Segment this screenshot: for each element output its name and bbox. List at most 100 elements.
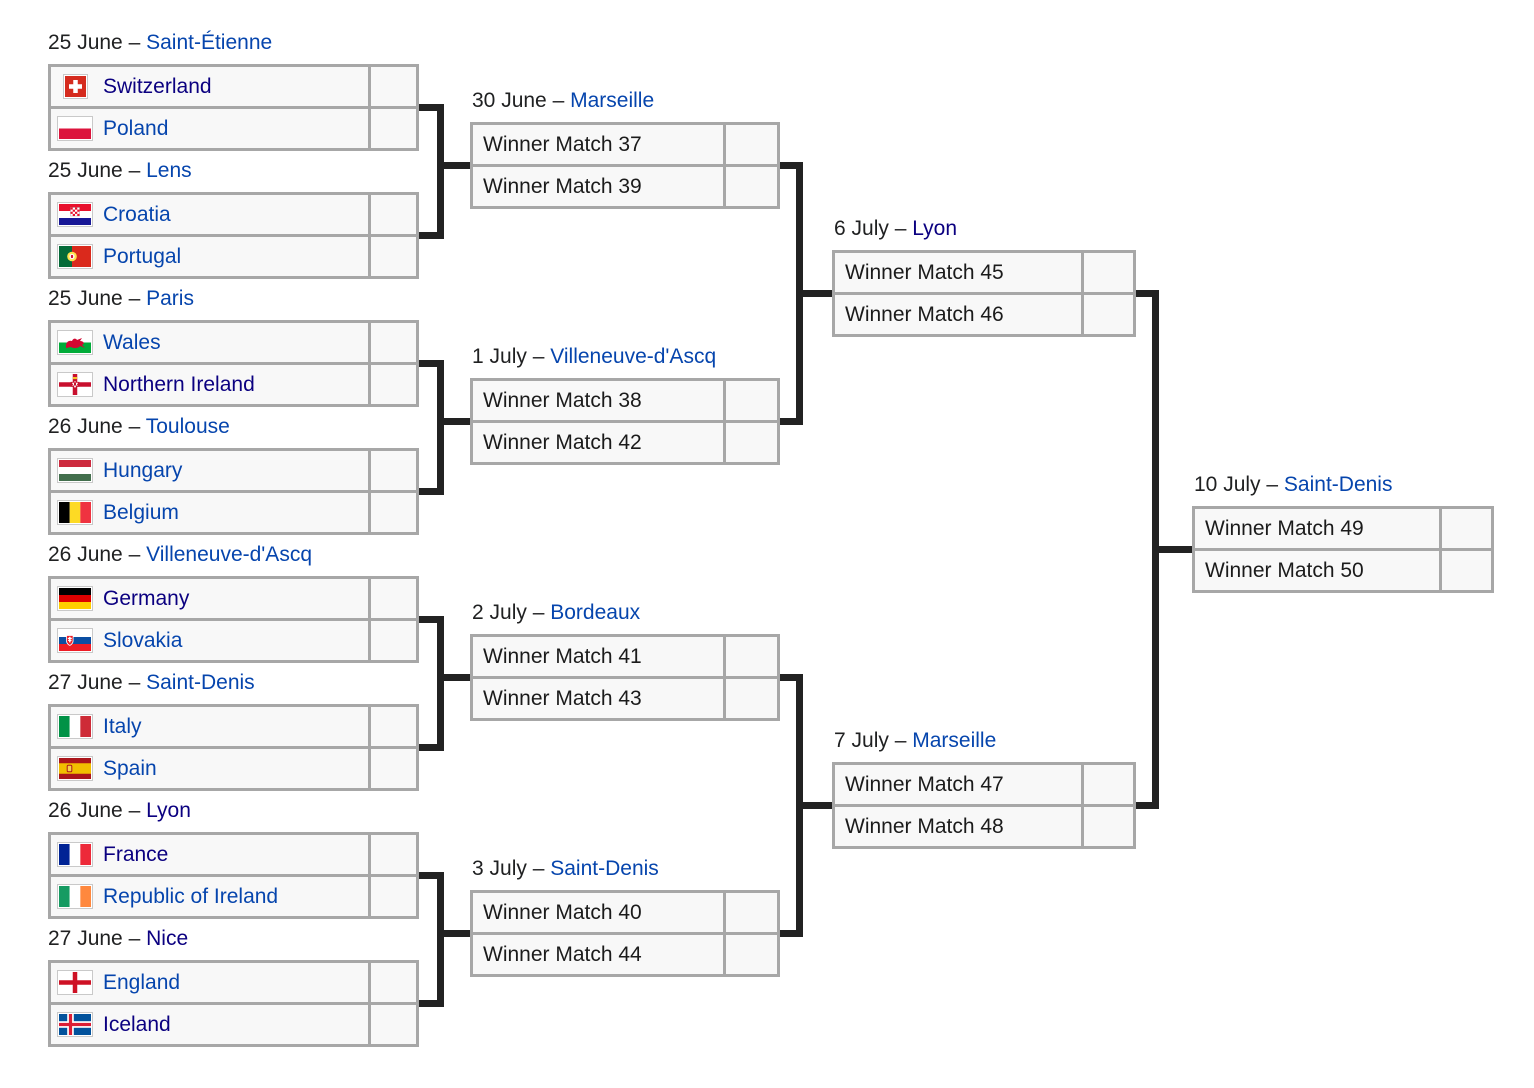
venue-link[interactable]: Paris [146, 287, 194, 310]
score-cell [368, 1005, 416, 1044]
team-row: Winner Match 38 [473, 381, 777, 420]
score-cell [368, 835, 416, 874]
bracket-connector-line [437, 930, 470, 937]
team-link[interactable]: Iceland [103, 1012, 171, 1036]
match-qf-3: Winner Match 41 Winner Match 43 [470, 634, 780, 721]
bracket-connector-line [780, 930, 803, 937]
flag-croatia-icon [55, 202, 95, 227]
team-row: Germany [51, 579, 416, 618]
team-link[interactable]: Spain [103, 756, 157, 780]
team-link[interactable]: Switzerland [103, 74, 212, 98]
team-row: Hungary [51, 451, 416, 490]
team-link[interactable]: Poland [103, 116, 169, 140]
team-link[interactable]: Germany [103, 586, 190, 610]
venue-link[interactable]: Bordeaux [550, 601, 641, 624]
dash: – [128, 287, 141, 310]
bracket-connector-line [437, 418, 470, 425]
team-row: Winner Match 47 [835, 765, 1133, 804]
score-cell [368, 877, 416, 916]
team-link[interactable]: Wales [103, 330, 161, 354]
match-label-r16-6: 27 June – Saint-Denis [48, 670, 255, 696]
bracket-connector-line [419, 104, 444, 111]
flag-hungary-icon [55, 458, 95, 483]
venue-link[interactable]: Villeneuve-d'Ascq [146, 543, 312, 566]
team-row: Winner Match 42 [473, 420, 777, 462]
flag-germany-icon [55, 586, 95, 611]
team-link[interactable]: Slovakia [103, 628, 183, 652]
dash: – [532, 857, 545, 880]
score-cell [1081, 253, 1133, 292]
venue-link[interactable]: Saint-Denis [146, 671, 255, 694]
match-date: 25 June [48, 31, 123, 54]
team-row: Wales [51, 323, 416, 362]
venue-link[interactable]: Saint-Étienne [146, 31, 273, 54]
dash: – [1266, 473, 1279, 496]
venue-link[interactable]: Lyon [912, 217, 957, 240]
team-link[interactable]: Republic of Ireland [103, 884, 279, 908]
team-row: Iceland [51, 1002, 416, 1044]
team-link[interactable]: England [103, 970, 181, 994]
winner-slot: Winner Match 37 [483, 132, 642, 156]
match-final: Winner Match 49 Winner Match 50 [1192, 506, 1494, 593]
team-link[interactable]: Croatia [103, 202, 171, 226]
match-r16-8: England Iceland [48, 960, 419, 1047]
team-link[interactable]: Belgium [103, 500, 179, 524]
match-date: 27 June [48, 927, 123, 950]
team-row: Slovakia [51, 618, 416, 660]
venue-link[interactable]: Toulouse [145, 415, 230, 438]
match-label-qf-2: 1 July – Villeneuve-d'Ascq [472, 344, 716, 370]
team-row: Italy [51, 707, 416, 746]
team-row: Croatia [51, 195, 416, 234]
team-row: France [51, 835, 416, 874]
match-qf-1: Winner Match 37 Winner Match 39 [470, 122, 780, 209]
team-row: Portugal [51, 234, 416, 276]
winner-slot: Winner Match 40 [483, 900, 642, 924]
match-label-r16-7: 26 June – Lyon [48, 798, 191, 824]
match-date: 2 July [472, 601, 527, 624]
score-cell [723, 423, 777, 462]
flag-wales-icon [55, 330, 95, 355]
venue-link[interactable]: Saint-Denis [1283, 473, 1393, 496]
score-cell [1081, 295, 1133, 334]
winner-slot: Winner Match 41 [483, 644, 642, 668]
score-cell [1081, 807, 1133, 846]
bracket-connector-line [437, 616, 444, 751]
score-cell [368, 707, 416, 746]
dash: – [128, 927, 141, 950]
flag-belgium-icon [55, 500, 95, 525]
team-link[interactable]: Portugal [103, 244, 182, 268]
venue-link[interactable]: Saint-Denis [550, 857, 659, 880]
team-link[interactable]: France [103, 842, 169, 866]
score-cell [368, 579, 416, 618]
venue-link[interactable]: Villeneuve-d'Ascq [550, 345, 717, 368]
team-link[interactable]: Italy [103, 714, 142, 738]
score-cell [368, 493, 416, 532]
team-row: Winner Match 44 [473, 932, 777, 974]
team-link[interactable]: Hungary [103, 458, 183, 482]
venue-link[interactable]: Marseille [570, 89, 655, 112]
score-cell [368, 323, 416, 362]
flag-italy-icon [55, 714, 95, 739]
bracket-connector-line [437, 872, 444, 1007]
venue-link[interactable]: Nice [146, 927, 189, 950]
match-r16-4: Hungary Belgium [48, 448, 419, 535]
bracket-connector-line [419, 872, 444, 879]
score-cell [368, 451, 416, 490]
dash: – [552, 89, 565, 112]
match-date: 25 June [48, 287, 123, 310]
venue-link[interactable]: Lyon [146, 799, 191, 822]
flag-northern-ireland-icon [55, 372, 95, 397]
winner-slot: Winner Match 45 [845, 260, 1004, 284]
match-label-r16-1: 25 June – Saint-Étienne [48, 30, 272, 56]
winner-slot: Winner Match 44 [483, 942, 642, 966]
match-r16-1: Switzerland Poland [48, 64, 419, 151]
team-row: Belgium [51, 490, 416, 532]
team-row: England [51, 963, 416, 1002]
match-date: 27 June [48, 671, 123, 694]
bracket-connector-line [1136, 290, 1159, 297]
venue-link[interactable]: Lens [146, 159, 192, 182]
score-cell [723, 637, 777, 676]
bracket-connector-line [780, 418, 803, 425]
team-link[interactable]: Northern Ireland [103, 372, 255, 396]
venue-link[interactable]: Marseille [912, 729, 997, 752]
